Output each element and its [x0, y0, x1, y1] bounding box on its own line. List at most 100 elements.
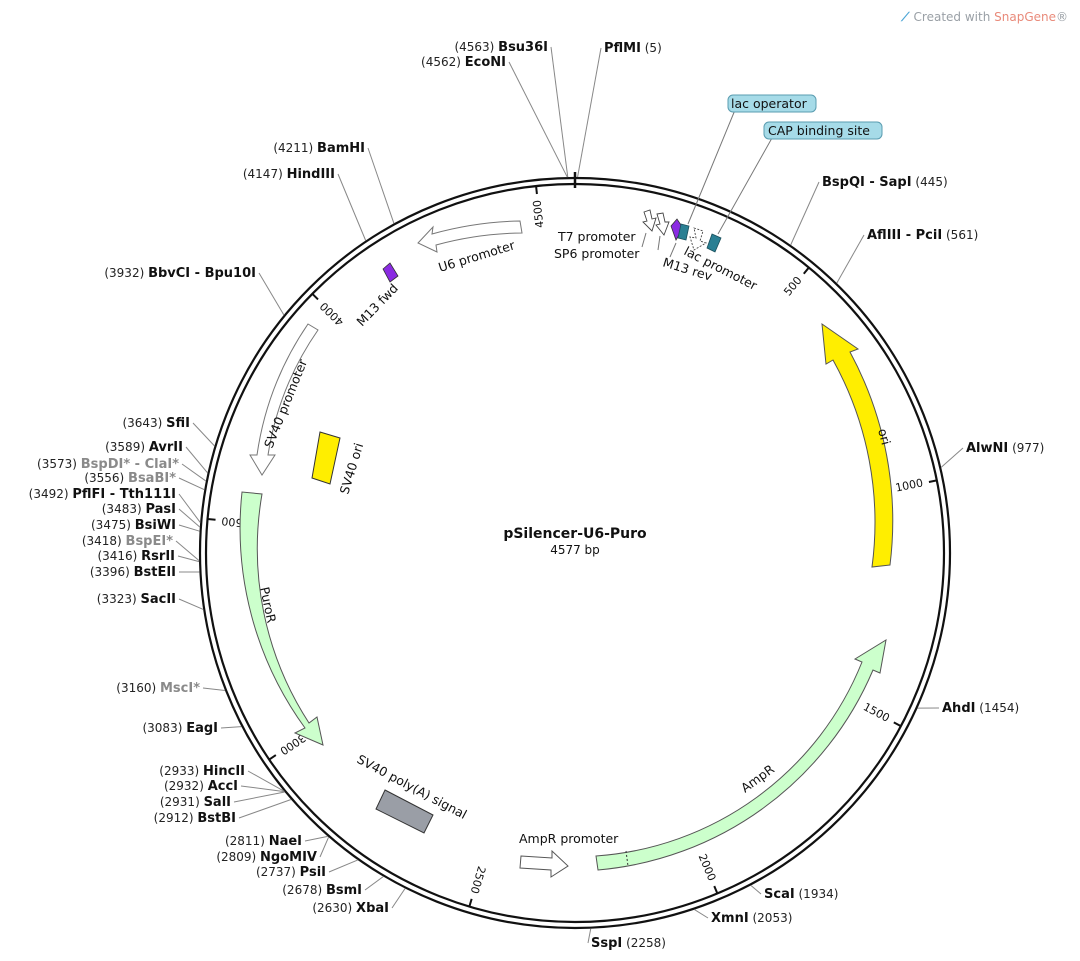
site-name: ScaI	[764, 887, 795, 902]
site-label: (2912) BstBI	[154, 811, 236, 826]
feature-sv40-polya: SV40 poly(A) signal	[355, 751, 469, 834]
site-pflfi-tth111i: (3492) PflFI - Tth111I	[29, 487, 201, 523]
site-position: (1934)	[795, 887, 839, 901]
site-xbai: (2630) XbaI	[312, 888, 406, 916]
cap-binding-site-label: CAP binding site	[768, 123, 870, 138]
site-position: (3483)	[102, 502, 146, 516]
feature-lac-region: T7 promoter SP6 promoter M13 rev lac pro…	[554, 94, 883, 293]
site-pasi: (3483) PasI	[102, 502, 201, 528]
site-position: (3556)	[84, 471, 128, 485]
site-position: (3160)	[116, 681, 160, 695]
puror-label: PuroR	[257, 586, 279, 625]
site-leader-line	[367, 147, 395, 224]
site-leader-line	[319, 836, 330, 858]
site-position: (2737)	[256, 865, 300, 879]
site-rsrii: (3416) RsrII	[97, 549, 200, 564]
site-name: HincII	[203, 764, 245, 779]
site-position: (2912)	[154, 811, 198, 825]
scale-tick	[311, 293, 319, 301]
site-position: (3589)	[105, 440, 149, 454]
site-name: AhdI	[942, 701, 975, 716]
site-label: (3323) SacII	[97, 592, 176, 607]
site-position: (3573)	[37, 457, 81, 471]
site-label: (3418) BspEI*	[82, 534, 173, 549]
site-name: BspQI - SapI	[822, 175, 912, 190]
site-label: (2630) XbaI	[312, 901, 389, 916]
site-name: BamHI	[317, 141, 365, 156]
site-name: BsaBI*	[128, 471, 176, 486]
site-label: (4562) EcoNI	[421, 55, 506, 70]
site-leader-line	[185, 446, 209, 474]
site-leader-line	[202, 687, 226, 692]
site-bsiwi: (3475) BsiWI	[91, 518, 200, 533]
site-label: (2737) PsiI	[256, 865, 326, 880]
t7-leader	[641, 232, 647, 248]
site-leader-line	[192, 422, 215, 447]
site-label: (3643) SfiI	[122, 416, 190, 431]
site-bbvci-bpu10i: (3932) BbvCI - Bpu10I	[104, 266, 285, 316]
site-leader-line	[940, 447, 964, 468]
sp6-promoter-arrow	[655, 212, 670, 236]
site-position: (3083)	[142, 721, 186, 735]
site-position: (3323)	[97, 592, 141, 606]
m13-fwd-arrow	[382, 262, 399, 283]
site-leader-line	[233, 791, 285, 803]
site-name: XmnI	[711, 911, 749, 926]
site-name: PflFI - Tth111I	[72, 487, 176, 502]
site-leader-line	[240, 785, 285, 793]
site-leader-line	[247, 770, 285, 792]
scale-tick-label: 1500	[861, 700, 892, 725]
feature-ori: ori	[821, 322, 894, 568]
site-msci: (3160) MscI*	[116, 681, 226, 696]
site-label: (3416) RsrII	[97, 549, 175, 564]
site-position: (2811)	[225, 834, 269, 848]
site-leader-line	[391, 888, 406, 909]
site-leader-line	[178, 524, 200, 532]
site-position: (4211)	[273, 141, 317, 155]
site-bspdi-clai: (3573) BspDI* - ClaI*	[37, 457, 207, 482]
ampr-promoter-arrow	[519, 849, 569, 878]
site-name: BstEII	[134, 565, 176, 580]
site-sacii: (3323) SacII	[97, 592, 204, 610]
feature-ampr-promoter: AmpR promoter	[519, 831, 619, 878]
site-xmni: XmnI (2053)	[694, 909, 793, 926]
site-leader-line	[790, 181, 820, 246]
site-name: AflIII - PciI	[867, 228, 942, 243]
site-label: (2932) AccI	[164, 779, 238, 794]
site-name: PsiI	[300, 865, 326, 880]
site-position: (2053)	[749, 911, 793, 925]
site-leader-line	[220, 726, 242, 729]
site-psii: (2737) PsiI	[256, 859, 359, 880]
site-name: MscI*	[160, 681, 200, 696]
site-label: (4563) Bsu36I	[454, 40, 548, 55]
scale-tick-label: 2000	[696, 852, 719, 883]
plasmid-name: pSilencer-U6-Puro	[503, 526, 647, 542]
site-position: (3932)	[104, 266, 148, 280]
site-label: BspQI - SapI (445)	[822, 175, 948, 190]
ampr-arrow	[595, 638, 887, 871]
lac-operator-block	[677, 223, 690, 241]
scale-tick-label: 1000	[894, 476, 924, 494]
site-name: HindIII	[287, 167, 335, 182]
feature-sv40-promoter: SV40 promoter	[249, 323, 319, 476]
site-label: (3589) AvrII	[105, 440, 183, 455]
site-leader-line	[836, 234, 865, 284]
site-bspqi-sapi: BspQI - SapI (445)	[790, 175, 948, 246]
m13-fwd-label: M13 fwd	[353, 281, 401, 330]
site-label: ScaI (1934)	[764, 887, 838, 902]
site-name: SacII	[140, 592, 176, 607]
site-position: (445)	[912, 175, 948, 189]
site-label: (3573) BspDI* - ClaI*	[37, 457, 179, 472]
site-bsu36i: (4563) Bsu36I	[454, 40, 569, 178]
site-label: (3932) BbvCI - Bpu10I	[104, 266, 256, 281]
site-label: (3160) MscI*	[116, 681, 200, 696]
site-leader-line	[750, 884, 762, 895]
feature-m13-fwd: M13 fwd	[353, 262, 401, 330]
site-hindiii: (4147) HindIII	[243, 167, 367, 241]
site-name: BstBI	[197, 811, 236, 826]
sp6-leader	[657, 235, 661, 251]
t7-promoter-label: T7 promoter	[557, 229, 636, 244]
t7-promoter-arrow	[642, 209, 657, 232]
ori-label: ori	[875, 427, 894, 447]
site-name: BbvCI - Bpu10I	[148, 266, 256, 281]
